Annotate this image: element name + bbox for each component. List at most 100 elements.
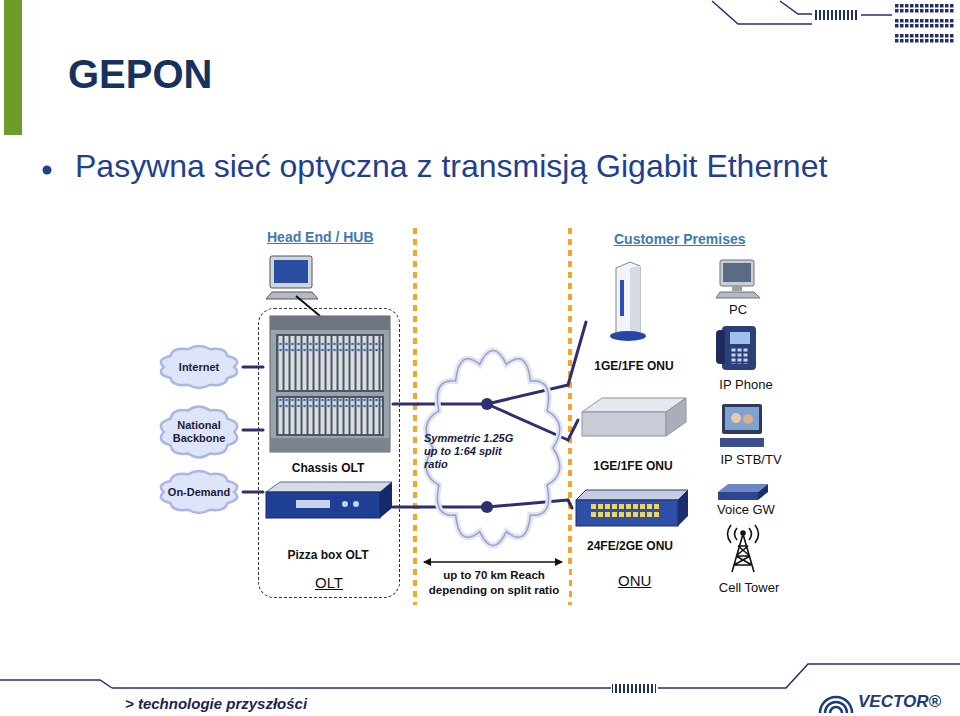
monitor [720, 260, 754, 286]
tv-picture [743, 414, 753, 424]
emblem-arc [825, 702, 847, 713]
node-text: 1GE/1FE ONU [593, 459, 672, 473]
emblem-arc [830, 707, 842, 713]
phone-display [730, 332, 750, 344]
switch-top [576, 490, 688, 500]
tower-strip [620, 280, 624, 316]
stb-tv-icon [720, 404, 764, 447]
splitter-cloud: Symmetric 1.25G up to 1:64 split ratio [418, 338, 568, 558]
port [342, 501, 348, 507]
splitter-dot [481, 501, 493, 513]
tv-screen [725, 407, 759, 430]
tower-body [616, 262, 640, 338]
pc-icon [716, 260, 760, 298]
decor-line [112, 687, 611, 689]
caption-text: ONU [618, 572, 651, 590]
emblem-arc [820, 697, 852, 713]
bottom-decoration [0, 664, 960, 688]
caption-text: Voice GW [696, 502, 796, 518]
slot-cards [278, 336, 382, 390]
tower-side [630, 266, 640, 336]
port [353, 501, 359, 507]
pizza-box-picture [266, 482, 392, 518]
caption-text: PC [688, 302, 788, 318]
tower-lattice [732, 534, 754, 572]
device-node: 1GE/1FE ONU [578, 392, 688, 476]
set-top-box [720, 438, 764, 447]
caption-text: IP STB/TV [701, 452, 801, 468]
handset [716, 330, 725, 364]
bullet-text: Pasywna sieć optyczna z transmisją Gigab… [75, 146, 827, 186]
switch-front [576, 500, 678, 526]
slot-bay [276, 396, 384, 436]
chassis-olt-picture [270, 316, 390, 452]
chassis-base [270, 438, 390, 452]
cloud-shape [161, 471, 237, 513]
node-text: National Backbone [167, 419, 231, 445]
decor-hatch [612, 684, 656, 693]
box-side [666, 398, 686, 436]
node-text: 1GE/1FE ONU [594, 359, 673, 373]
decor-hatch [815, 10, 859, 20]
pixel-logo [895, 34, 955, 44]
switch-side [678, 490, 688, 526]
divider-lines [415, 228, 570, 605]
device-node: Chassis OLT [263, 313, 393, 479]
box-front [266, 492, 380, 518]
fibre-connector [393, 506, 418, 509]
network-cloud: National Backbone [155, 403, 243, 461]
management-wire [296, 296, 320, 316]
chassis-top [270, 316, 390, 330]
monitor [270, 256, 312, 288]
reach-arrow [424, 561, 562, 563]
decor-line [658, 664, 960, 688]
voice-gateway-icon [718, 484, 768, 500]
keypad [731, 348, 749, 364]
fibre-connector [568, 322, 586, 385]
device-node: 24FE/2GE ONU [572, 486, 688, 556]
fibre-connector [243, 491, 263, 494]
node-text: Symmetric 1.25G up to 1:64 split ratio [424, 432, 522, 471]
divider-dashed [568, 228, 572, 605]
fibre [418, 506, 487, 509]
decor-line [861, 14, 892, 16]
slot-bay [276, 334, 384, 392]
network-cloud: Internet [155, 343, 243, 391]
port-panel [296, 500, 330, 508]
onu-switch-picture [576, 490, 688, 526]
tv-picture [731, 413, 741, 423]
gw-front [718, 492, 758, 500]
caption-text: > technologie przyszłości [125, 695, 307, 713]
ip-phone-icon [716, 326, 756, 370]
decor-line [0, 680, 112, 688]
tv-frame [722, 404, 762, 434]
node-text: Pizza box OLT [287, 548, 368, 562]
fibre-connector [243, 429, 263, 432]
node-text: On-Demand [168, 486, 230, 499]
top-decoration [712, 1, 892, 24]
device-node: 1GE/1FE ONU [586, 258, 682, 376]
antenna [741, 531, 745, 535]
screen [723, 263, 751, 282]
box-side [380, 482, 392, 518]
caption-text: IP Phone [696, 377, 796, 393]
pixel-logo [895, 4, 955, 14]
box-top [266, 482, 392, 492]
caption-text: Cell Tower [699, 580, 799, 596]
node-text: OLT [315, 574, 343, 591]
gw-side [758, 484, 768, 500]
cloud-shape [161, 346, 237, 388]
pixel-logo [895, 19, 955, 29]
phone-body [722, 326, 756, 370]
network-cloud: On-Demand [155, 468, 243, 516]
management-pc [266, 256, 320, 316]
screen [274, 260, 308, 283]
keyboard [266, 292, 318, 299]
vector-emblem [820, 697, 852, 713]
keyboard [716, 292, 760, 298]
box-front [582, 412, 666, 436]
tower-stand [610, 331, 646, 341]
fibre-connector [243, 366, 263, 369]
divider-dashed [413, 228, 417, 605]
onu-tower-picture [610, 262, 646, 341]
